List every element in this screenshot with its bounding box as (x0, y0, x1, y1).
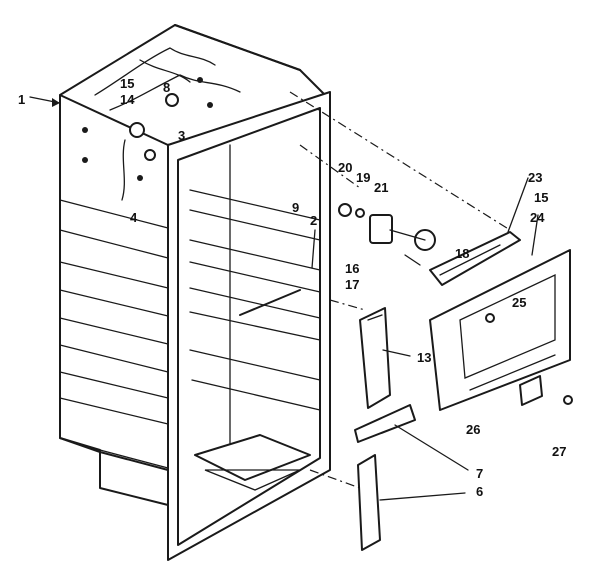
callout-20: 20 (338, 160, 352, 175)
compartment-frame (167, 91, 331, 561)
callout-26: 26 (466, 422, 480, 437)
callout-4: 4 (130, 210, 138, 225)
callout-15a: 15 (120, 76, 134, 91)
callout-8: 8 (163, 80, 170, 95)
callout-24: 24 (530, 210, 545, 225)
callout-18: 18 (455, 246, 469, 261)
callout-27: 27 (552, 444, 566, 459)
panel-13 (359, 307, 391, 409)
callout-3: 3 (178, 128, 185, 143)
callout-15b: 15 (534, 190, 548, 205)
callout-14: 14 (120, 92, 135, 107)
callout-7: 7 (476, 466, 483, 481)
callout-16: 16 (345, 261, 359, 276)
callouts: 1 2 3 4 6 7 8 9 13 14 15 15 16 17 18 19 … (18, 76, 566, 499)
callout-9: 9 (292, 200, 299, 215)
callout-21: 21 (374, 180, 388, 195)
callout-6: 6 (476, 484, 483, 499)
callout-25: 25 (512, 295, 526, 310)
panel-7 (354, 404, 416, 443)
control-assembly (338, 203, 573, 411)
callout-2: 2 (310, 213, 317, 228)
panel-6 (357, 454, 381, 551)
callout-13: 13 (417, 350, 431, 365)
callout-23: 23 (528, 170, 542, 185)
callout-19: 19 (356, 170, 370, 185)
guide-lines (289, 91, 511, 489)
callout-1: 1 (18, 92, 25, 107)
callout-17: 17 (345, 277, 359, 292)
leader-lines (29, 96, 539, 501)
